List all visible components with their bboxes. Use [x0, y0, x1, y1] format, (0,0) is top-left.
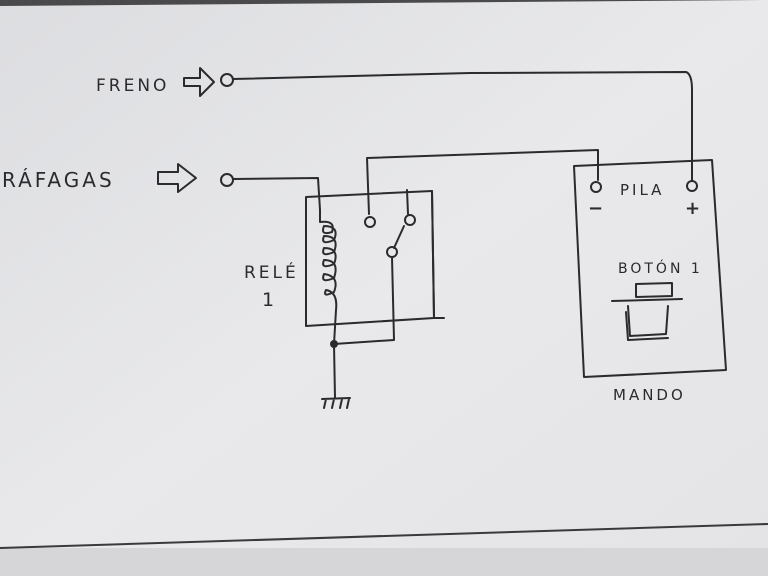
button-1-icon: [611, 282, 683, 341]
boton-label: BOTÓN 1: [618, 259, 703, 277]
pila-label: PILA: [620, 181, 664, 199]
rafagas-arrow-icon: [157, 163, 197, 193]
freno-label: FRENO: [96, 76, 169, 96]
pila-minus-sign: −: [588, 198, 606, 219]
ground-icon: [321, 397, 351, 409]
relay-switch-wire: [333, 256, 395, 345]
freno-arrow-icon: [183, 67, 215, 97]
rafagas-label: RÁFAGAS: [2, 168, 115, 192]
relay-common-terminal: [364, 216, 376, 228]
relay-contact-terminal: [404, 214, 416, 226]
paper-shadow-bottom: [0, 548, 768, 576]
rele-number-label: 1: [262, 289, 277, 311]
paper-bottom-edge-line: [0, 523, 768, 549]
rele-label: RELÉ: [244, 261, 299, 283]
pila-minus-terminal: [590, 181, 602, 193]
ground-wire: [333, 343, 336, 399]
wire-freno-to-pila-plus: [232, 71, 693, 181]
rafagas-terminal: [220, 173, 234, 187]
pila-plus-sign: +: [685, 198, 703, 219]
relay-coil: [319, 209, 338, 345]
relay-switch-arm: [393, 225, 405, 249]
wire-rafagas-to-coil: [232, 177, 321, 211]
mando-box: [573, 159, 727, 378]
relay-box-right-edge: [431, 190, 445, 319]
mando-label: MANDO: [613, 386, 686, 404]
freno-terminal: [220, 73, 234, 87]
relay-contact-lead: [406, 189, 409, 215]
pila-plus-terminal: [686, 180, 698, 192]
